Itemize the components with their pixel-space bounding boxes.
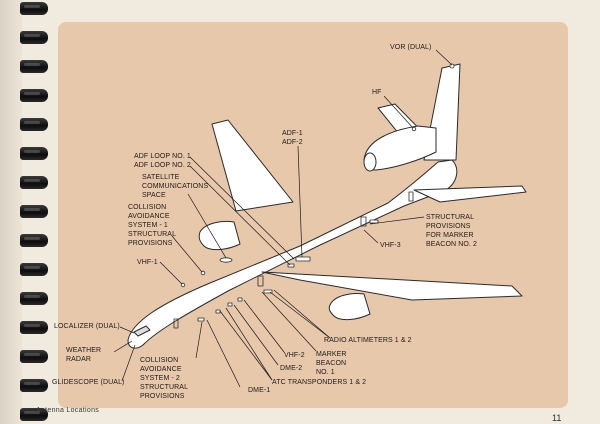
antenna-marker [369, 219, 379, 224]
right-wing-engine [328, 293, 371, 321]
marker-provisions-label-line: BEACON NO. 2 [426, 241, 477, 248]
dme1-label: DME-1 [248, 387, 270, 394]
leader-lines [113, 49, 453, 388]
collision2-label-line: SYSTEM - 2 [140, 375, 180, 382]
marker-provisions-label-line: STRUCTURAL [426, 214, 474, 221]
collision2-label-line: AVOIDANCE [140, 366, 182, 373]
hf-label: HF [372, 89, 382, 96]
vor-antenna-marker [449, 63, 455, 69]
satcom-label-line: COMMUNICATIONS [142, 183, 208, 190]
left-wing [211, 119, 294, 212]
marker-beacon1-label-line: BEACON [316, 360, 346, 367]
collision1-label-line: PROVISIONS [128, 240, 173, 247]
binding-ring [20, 379, 48, 392]
left-wing-engine [198, 220, 241, 251]
binding-ring [20, 176, 48, 189]
vhf1-antenna-marker [180, 282, 186, 288]
binding-ring [20, 321, 48, 334]
collision2-label-line: PROVISIONS [140, 393, 185, 400]
marker-provisions-label-line: FOR MARKER [426, 232, 474, 239]
binding-ring [20, 118, 48, 131]
glidescope-label: GLIDESCOPE (DUAL) [52, 379, 125, 386]
antenna-marker [237, 297, 243, 302]
callout-labels: VOR (DUAL) HF ADF-1 ADF-2 ADF LOOP NO. 1… [52, 44, 477, 400]
marker-beacon1-label-line: MARKER [316, 351, 347, 358]
binding-ring [20, 205, 48, 218]
atc-transponders-label: ATC TRANSPONDERS 1 & 2 [272, 379, 366, 386]
weather-radar-label-line: WEATHER [66, 347, 101, 354]
antenna-marker [215, 309, 221, 314]
binding-ring [20, 147, 48, 160]
previous-page-edge [0, 0, 22, 424]
antenna-marker [263, 289, 273, 294]
adf1-label: ADF-1 [282, 130, 303, 137]
adf2-label: ADF-2 [282, 139, 303, 146]
weather-radar-label-line: RADAR [66, 356, 91, 363]
adf-loop2-label: ADF LOOP NO. 2 [134, 162, 191, 169]
adf-antenna-marker [295, 256, 311, 262]
satcom-antenna-marker [219, 257, 233, 263]
footer-title: Antenna Locations [36, 407, 100, 414]
antenna-marker [197, 317, 205, 322]
satcom-label-line: SATELLITE [142, 174, 180, 181]
collision1-label-line: COLLISION [128, 204, 166, 211]
collision2-label-line: COLLISION [140, 357, 178, 364]
hf-antenna-marker [411, 126, 417, 132]
binding-ring [20, 408, 48, 421]
door [408, 191, 414, 202]
aircraft-illustration [127, 63, 527, 349]
localizer-label: LOCALIZER (DUAL) [54, 323, 120, 330]
dme2-label: DME-2 [280, 365, 302, 372]
tail-engine-intake [363, 152, 377, 172]
binding-ring [20, 89, 48, 102]
right-horizontal-stabilizer [413, 185, 527, 203]
door [173, 318, 179, 329]
binding-ring [20, 350, 48, 363]
vhf2-label: VHF-2 [284, 352, 305, 359]
right-wing [261, 271, 523, 301]
radio-altimeters-label: RADIO ALTIMETERS 1 & 2 [324, 337, 412, 344]
door [360, 216, 367, 227]
antenna-marker [287, 263, 295, 268]
adf-loop1-label: ADF LOOP NO. 1 [134, 153, 191, 160]
vhf3-label: VHF-3 [380, 242, 401, 249]
marker-beacon1-label-line: NO. 1 [316, 369, 335, 376]
binding-ring [20, 60, 48, 73]
collision2-label-line: STRUCTURAL [140, 384, 188, 391]
vhf1-label: VHF-1 [137, 259, 158, 266]
collision-antenna-marker [200, 270, 206, 276]
spiral-binding [20, 0, 50, 424]
binding-ring [20, 292, 48, 305]
collision1-label-line: SYSTEM - 1 [128, 222, 168, 229]
vor-label: VOR (DUAL) [390, 44, 431, 51]
fuselage [127, 159, 458, 349]
cockpit-windows [133, 325, 151, 337]
binding-ring [20, 234, 48, 247]
collision1-label-line: AVOIDANCE [128, 213, 170, 220]
binding-ring [20, 263, 48, 276]
binding-ring [20, 31, 48, 44]
collision1-label-line: STRUCTURAL [128, 231, 176, 238]
binding-ring [20, 2, 48, 15]
satcom-label-line: SPACE [142, 192, 166, 199]
page-number: 11 [552, 413, 562, 423]
marker-provisions-label-line: PROVISIONS [426, 223, 471, 230]
door [257, 275, 264, 287]
antenna-marker [227, 302, 233, 307]
